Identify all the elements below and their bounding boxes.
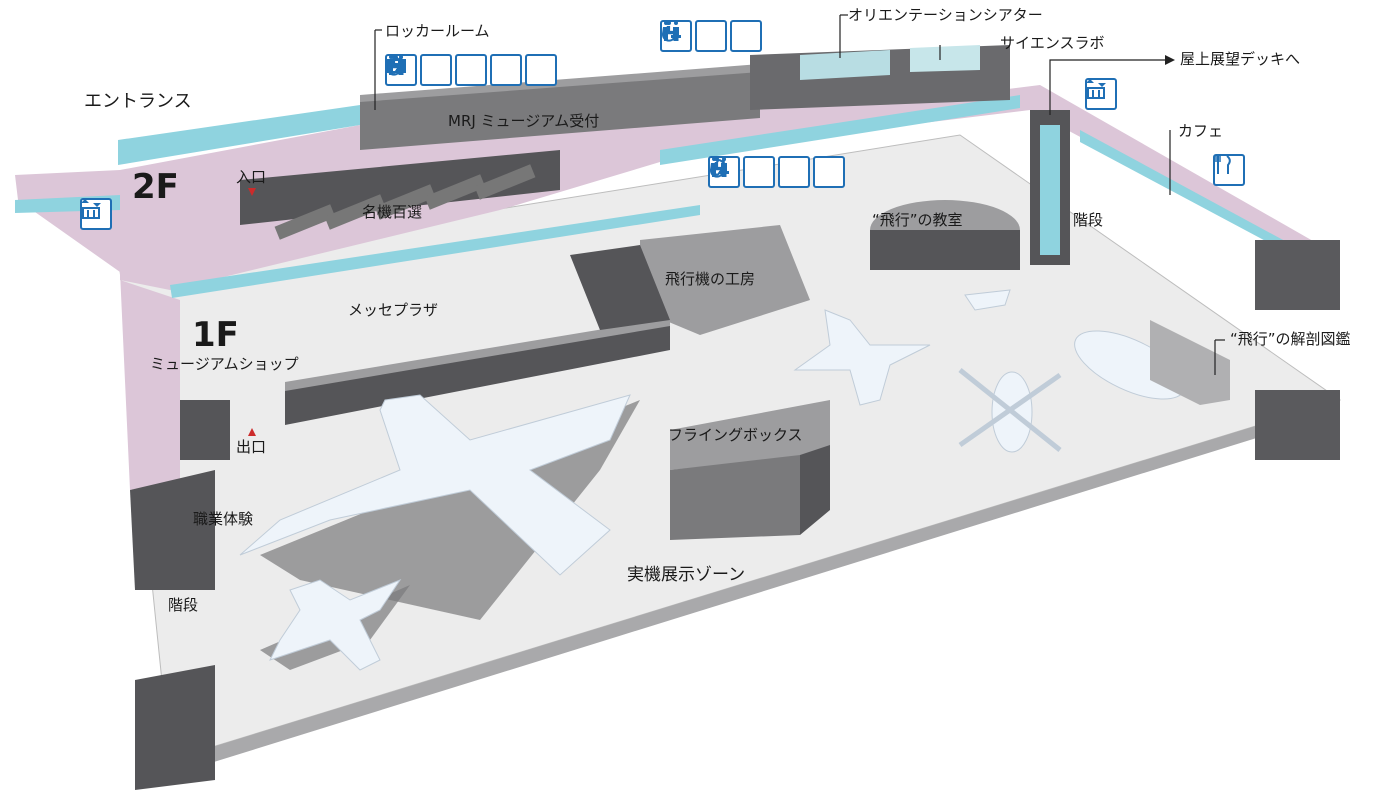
floor-label-1f: 1F	[192, 315, 239, 355]
real-aircraft-zone-label: 実機展示ゾーン	[627, 565, 746, 585]
east-block	[1255, 390, 1340, 460]
arrow-head	[1165, 55, 1175, 65]
floor-label-2f: 2F	[132, 167, 179, 207]
museum-shop-label: ミュージアムショップ	[150, 355, 299, 373]
shop-block	[180, 400, 230, 460]
cafe-label: カフェ	[1178, 122, 1224, 140]
glass-railing-top	[660, 95, 1020, 165]
locker-facility-icons	[385, 54, 557, 86]
flying-box-side	[800, 445, 830, 535]
science-lab-label: サイエンスラボ	[1000, 34, 1105, 52]
small-plane-display	[964, 289, 1011, 311]
entry-marker	[248, 188, 256, 196]
second-floor-corridor	[15, 170, 180, 490]
job-experience-label: 職業体験	[193, 510, 254, 528]
theater-seating	[800, 50, 890, 80]
mrj-reception-label: MRJ ミュージアム受付	[448, 112, 600, 130]
mid-facility-icons	[708, 156, 845, 188]
stairs-left-block	[135, 665, 215, 790]
rooftop-deck-label: 屋上展望デッキへ	[1180, 50, 1301, 68]
classroom-base	[870, 230, 1020, 270]
orientation-theater-label: オリエンテーションシアター	[848, 6, 1043, 24]
stair-tower-glass	[1040, 125, 1060, 255]
cafe-block	[1255, 240, 1340, 310]
exhibit-case	[324, 194, 386, 230]
anatomy-display-wall	[1150, 320, 1230, 405]
leader-line	[1049, 59, 1165, 115]
cafe-icon	[1213, 154, 1245, 186]
elevator-left-icon-group	[80, 198, 112, 230]
accessible-icon	[662, 20, 727, 52]
cafe-icon-group	[1213, 154, 1245, 186]
elevator-icon	[80, 198, 112, 230]
slab-front-edge	[170, 400, 1340, 775]
exit-label: 出口	[236, 438, 267, 456]
entry-label: 入口	[236, 168, 267, 186]
exit-marker	[248, 428, 256, 436]
workshop-block	[640, 225, 810, 335]
elevator-right-icon-group	[1085, 78, 1117, 110]
flying-box-front	[670, 455, 800, 540]
upper-facility-icons	[660, 20, 762, 52]
famous-aircraft-label: 名機百選	[362, 203, 423, 221]
exhibit-case	[274, 204, 336, 240]
flight-classroom-label: “飛行”の教室	[872, 211, 963, 229]
flight-anatomy-label: “飛行”の解剖図鑑	[1230, 330, 1351, 348]
flying-box-top	[670, 400, 830, 470]
helicopter-rotor	[958, 372, 1062, 448]
aircraft-workshop-label: 飛行機の工房	[665, 270, 756, 288]
exhibit-case	[424, 174, 486, 210]
reception-block-top	[360, 64, 760, 102]
glass-railing-upper	[118, 105, 360, 165]
flying-box-label: フライングボックス	[668, 426, 803, 444]
stairs-right-label: 階段	[1073, 211, 1104, 229]
small-aircraft	[269, 578, 402, 671]
famous-aircraft-wall	[240, 150, 560, 225]
lab-seating	[910, 45, 980, 72]
restroom-icon	[387, 54, 452, 86]
large-aircraft	[239, 394, 631, 576]
exhibit-case	[374, 184, 436, 220]
job-experience-wall	[130, 470, 215, 590]
glass-railing-main	[170, 205, 700, 298]
locker-room-label: ロッカールーム	[385, 22, 490, 40]
mid-aircraft	[793, 309, 931, 406]
baby-bottle-icon	[387, 54, 557, 86]
elevator-icon	[1085, 78, 1117, 110]
workshop-wall	[570, 245, 670, 330]
reception-block	[360, 70, 760, 150]
exhibit-case	[474, 164, 536, 200]
baby-changing-icon	[666, 20, 762, 52]
stairs-left-label: 階段	[168, 596, 199, 614]
message-plaza-wall-top	[285, 318, 670, 391]
glass-railing-right	[1080, 130, 1320, 270]
baby-changing-icon	[391, 54, 522, 86]
message-plaza-wall	[285, 325, 670, 425]
message-plaza-label: メッセプラザ	[348, 301, 439, 319]
baby-bottle-icon	[710, 156, 845, 188]
baby-changing-icon	[714, 156, 810, 188]
accessible-icon	[710, 156, 775, 188]
accessible-icon	[387, 54, 487, 86]
entrance-label: エントランス	[84, 91, 192, 112]
